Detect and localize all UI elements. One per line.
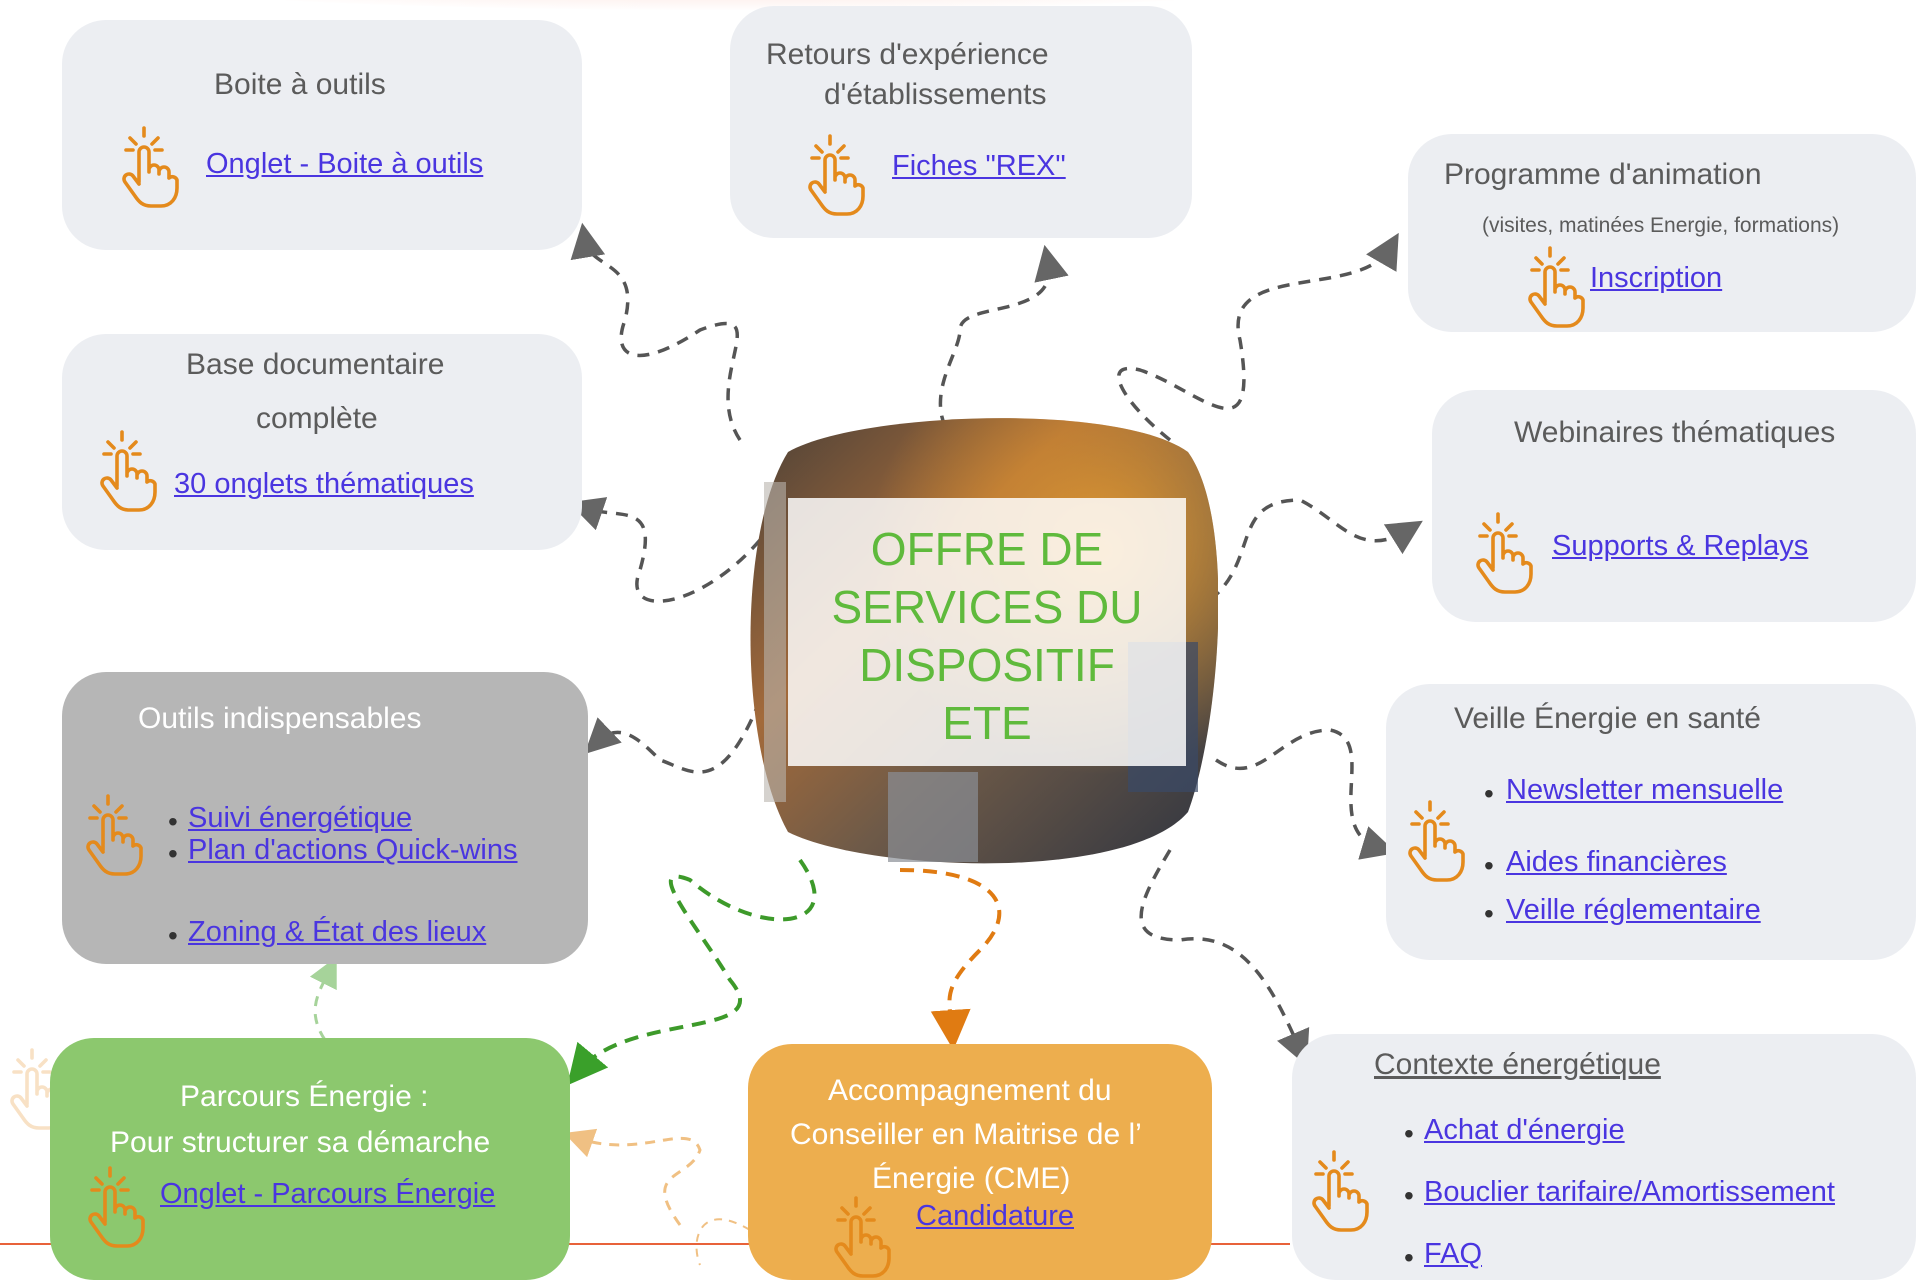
bullet: • [1484, 898, 1494, 929]
pointing-hand-icon [1474, 508, 1534, 594]
card-subtitle: (visites, matinées Energie, formations) [1482, 214, 1840, 237]
connector-outils [584, 699, 762, 774]
pointing-hand-icon [832, 1192, 892, 1278]
card-title-line1: Parcours Énergie : [180, 1080, 429, 1113]
card-title-line2: d'établissements [824, 78, 1047, 111]
connector-light-green [309, 956, 337, 1041]
card-accompagnement-cme: Accompagnement du Conseiller en Maitrise… [748, 1044, 1212, 1280]
link-30-onglets-thematiques[interactable]: 30 onglets thématiques [174, 468, 474, 500]
connector-contexte [1139, 849, 1310, 1067]
card-title-line1: Accompagnement du [828, 1074, 1112, 1107]
card-title-line1: Base documentaire [186, 348, 445, 381]
center-title-box [788, 498, 1186, 766]
card-title: Veille Énergie en santé [1454, 702, 1761, 735]
link-bouclier-tarifaire-amortissement[interactable]: Bouclier tarifaire/Amortissement [1424, 1176, 1835, 1208]
card-title: Webinaires thématiques [1514, 416, 1836, 449]
connector-webinaires [1208, 498, 1423, 602]
card-title-line3: Énergie (CME) [872, 1162, 1071, 1195]
top-decorative-band [170, 0, 1290, 10]
card-webinaires-thematiques: Webinaires thématiques Supports & Replay… [1432, 390, 1916, 622]
connector-base [568, 497, 762, 603]
link-candidature[interactable]: Candidature [916, 1200, 1074, 1232]
pointing-hand-icon [84, 790, 144, 876]
link-newsletter-mensuelle[interactable]: Newsletter mensuelle [1506, 774, 1784, 806]
connector-boite [570, 222, 742, 441]
bullet: • [168, 806, 178, 837]
bullet: • [1404, 1118, 1414, 1149]
card-title-line2: complète [256, 402, 378, 435]
card-title-line2: Conseiller en Maitrise de l’ [790, 1118, 1142, 1151]
bullet: • [1484, 778, 1494, 809]
link-onglet-boite-a-outils[interactable]: Onglet - Boite à outils [206, 148, 484, 180]
center-title: OFFRE DE SERVICES DU DISPOSITIF ETE [831, 523, 1143, 749]
card-veille-energie-sante: Veille Énergie en santé • Newsletter men… [1386, 684, 1916, 960]
link-veille-reglementaire[interactable]: Veille réglementaire [1506, 894, 1761, 926]
card-retours-experience: Retours d'expérience d'établissements Fi… [730, 6, 1192, 238]
link-plan-actions-quick-wins[interactable]: Plan d'actions Quick-wins [188, 834, 518, 866]
link-supports-replays[interactable]: Supports & Replays [1552, 530, 1809, 562]
link-fiches-rex[interactable]: Fiches "REX" [892, 150, 1066, 182]
pointing-hand-icon [86, 1162, 146, 1248]
pointing-hand-icon [1310, 1146, 1370, 1232]
link-zoning-etat-des-lieux[interactable]: Zoning & État des lieux [188, 916, 487, 948]
card-base-documentaire: Base documentaire complète 30 onglets th… [62, 334, 582, 550]
card-boite-a-outils: Boite à outils Onglet - Boite à outils [62, 20, 582, 250]
card-title: Contexte énergétique [1374, 1048, 1661, 1081]
bullet: • [1404, 1180, 1414, 1211]
link-achat-energie[interactable]: Achat d'énergie [1424, 1114, 1625, 1146]
connector-light-orange [563, 1128, 702, 1226]
bullet: • [1484, 850, 1494, 881]
link-onglet-parcours-energie[interactable]: Onglet - Parcours Énergie [160, 1178, 496, 1210]
link-inscription[interactable]: Inscription [1590, 262, 1723, 294]
card-title-line2: Pour structurer sa démarche [110, 1126, 491, 1159]
link-faq[interactable]: FAQ [1424, 1238, 1483, 1270]
connector-veille [1215, 728, 1397, 860]
bottom-divider [0, 1243, 1290, 1245]
card-title: Boite à outils [214, 68, 386, 101]
connector-programme [1117, 232, 1399, 442]
connector-parcours [567, 858, 817, 1086]
pointing-hand-icon [8, 1044, 68, 1130]
card-programme-animation: Programme d'animation (visites, matinées… [1408, 134, 1916, 332]
connector-accompagnement [899, 868, 1002, 1050]
card-title: Outils indispensables [138, 702, 422, 735]
pointing-hand-icon [1526, 242, 1586, 328]
pointing-hand-icon [1406, 796, 1466, 882]
card-contexte-energetique: Contexte énergétique • Achat d'énergie •… [1292, 1034, 1916, 1280]
bullet: • [168, 838, 178, 869]
card-title-line1: Retours d'expérience [766, 38, 1049, 71]
card-title: Programme d'animation [1444, 158, 1762, 191]
pointing-hand-icon [806, 130, 866, 216]
card-outils-indispensables: Outils indispensables • Suivi énergétiqu… [62, 672, 588, 964]
pointing-hand-icon [120, 122, 180, 208]
bullet: • [168, 920, 178, 951]
link-aides-financieres[interactable]: Aides financières [1506, 846, 1727, 878]
bullet: • [1404, 1242, 1414, 1273]
link-suivi-energetique[interactable]: Suivi énergétique [188, 802, 413, 834]
pointing-hand-icon [98, 426, 158, 512]
card-parcours-energie: Parcours Énergie : Pour structurer sa dé… [50, 1038, 570, 1280]
